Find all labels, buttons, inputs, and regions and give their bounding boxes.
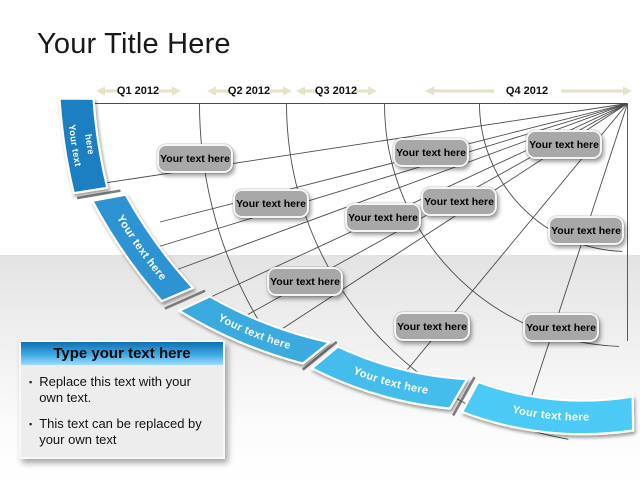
- timeline-arrow-icon: [425, 86, 494, 96]
- text-box-9[interactable]: Your text here: [394, 312, 470, 341]
- timeline-arrow-icon: [207, 86, 229, 96]
- band-step-shadows: [76, 189, 476, 417]
- text-box-10[interactable]: Your text here: [523, 313, 599, 342]
- grid-arc: [479, 103, 623, 252]
- quarter-label-q1[interactable]: Q1 2012: [116, 85, 160, 97]
- timeline-arrow-icon: [159, 86, 181, 96]
- bullet-item-2: ▪ This text can be replaced by your own …: [29, 416, 215, 449]
- timeline-arrow-icon: [96, 86, 118, 96]
- text-box-label: Your text here: [424, 195, 494, 208]
- quarter-label-q4[interactable]: Q4 2012: [505, 85, 549, 97]
- text-box-label: Your text here: [160, 152, 230, 165]
- band-step: [76, 189, 121, 200]
- spoke-line: [523, 103, 628, 420]
- timeline-arrow-icon: [296, 86, 318, 96]
- text-box-label: Your text here: [270, 275, 340, 288]
- timeline-arrow-icon: [355, 86, 377, 96]
- quarter-label-q3[interactable]: Q3 2012: [314, 85, 358, 97]
- callout-header[interactable]: Type your text here: [21, 342, 223, 365]
- arc-band-shape[interactable]: [178, 295, 331, 365]
- arc-band-shape[interactable]: [58, 97, 109, 195]
- text-box-label: Your text here: [396, 146, 466, 159]
- text-box-label: Your text here: [526, 321, 596, 334]
- text-box-2[interactable]: Your text here: [233, 189, 309, 218]
- band-step: [164, 289, 206, 310]
- spoke-line: [140, 103, 628, 253]
- arc-band-shape[interactable]: [91, 193, 195, 303]
- text-box-1[interactable]: Your text here: [157, 144, 233, 173]
- text-box-label: Your text here: [529, 138, 599, 151]
- spoke-line: [175, 103, 628, 271]
- text-box-5[interactable]: Your text here: [421, 187, 497, 216]
- band-label: here: [83, 133, 96, 155]
- timeline-arrow-icon: [561, 86, 632, 96]
- arc-band-2[interactable]: Your text here: [91, 193, 195, 303]
- quarter-label-q2[interactable]: Q2 2012: [227, 85, 271, 97]
- arc-band-shape[interactable]: [310, 345, 469, 410]
- band-step: [451, 376, 476, 417]
- bullet-text: This text can be replaced by your own te…: [39, 415, 202, 447]
- text-box-7[interactable]: Your text here: [548, 216, 624, 245]
- timeline-arrow-icon: [270, 86, 292, 96]
- bullet-marker: ▪: [29, 377, 33, 387]
- text-box-label: Your text here: [236, 197, 306, 210]
- text-box-4[interactable]: Your text here: [393, 138, 469, 167]
- arc-band-4[interactable]: Your text here: [310, 345, 469, 410]
- timeline-arrows: [96, 86, 632, 96]
- bullet-text: Replace this text with your own text.: [39, 374, 191, 406]
- bullet-marker: ▪: [29, 418, 33, 429]
- text-box-8[interactable]: Your text here: [267, 267, 343, 296]
- callout-panel[interactable]: Type your text here ▪ Replace this text …: [19, 340, 225, 459]
- text-box-label: Your text here: [551, 224, 621, 237]
- arc-band-5[interactable]: Your text here: [461, 380, 635, 436]
- callout-body: ▪ Replace this text with your own text. …: [21, 365, 223, 448]
- text-box-label: Your text here: [348, 211, 418, 224]
- arc-band-shape[interactable]: [461, 380, 635, 436]
- text-box-3[interactable]: Your text here: [345, 203, 421, 232]
- text-box-label: Your text here: [397, 320, 467, 333]
- bullet-item-1: ▪ Replace this text with your own text.: [29, 374, 215, 407]
- text-box-6[interactable]: Your text here: [526, 130, 602, 159]
- slide-title[interactable]: Your Title Here: [37, 28, 231, 60]
- band-step: [301, 340, 338, 371]
